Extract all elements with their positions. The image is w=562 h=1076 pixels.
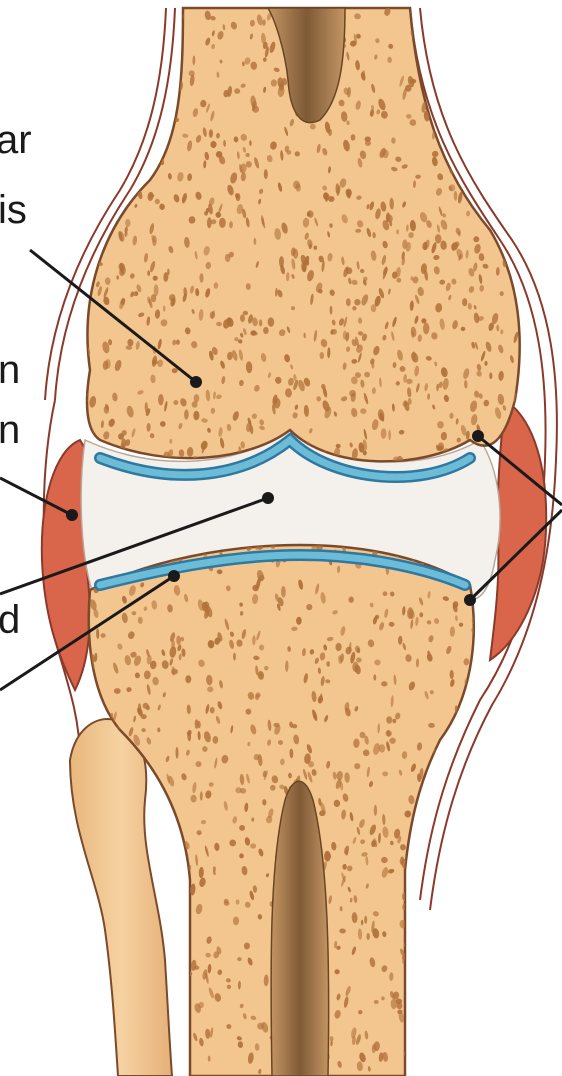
label-fragment-top-2: is	[0, 190, 27, 230]
label-fragment-mid-1: n	[0, 350, 20, 390]
label-fragment-low: d	[0, 600, 20, 640]
femur	[82, 6, 527, 476]
label-fragment-mid-2: n	[0, 410, 20, 450]
label-fragment-top-1: ar	[0, 120, 32, 160]
leader-dot-margin-lower	[464, 594, 476, 606]
leader-dot-cartilage	[168, 570, 180, 582]
leader-dot-margin-upper	[472, 430, 484, 442]
leader-dot-joint-space	[262, 492, 274, 504]
leader-dot-synovium	[66, 509, 78, 521]
leader-dot-cancellous-bone	[190, 376, 202, 388]
